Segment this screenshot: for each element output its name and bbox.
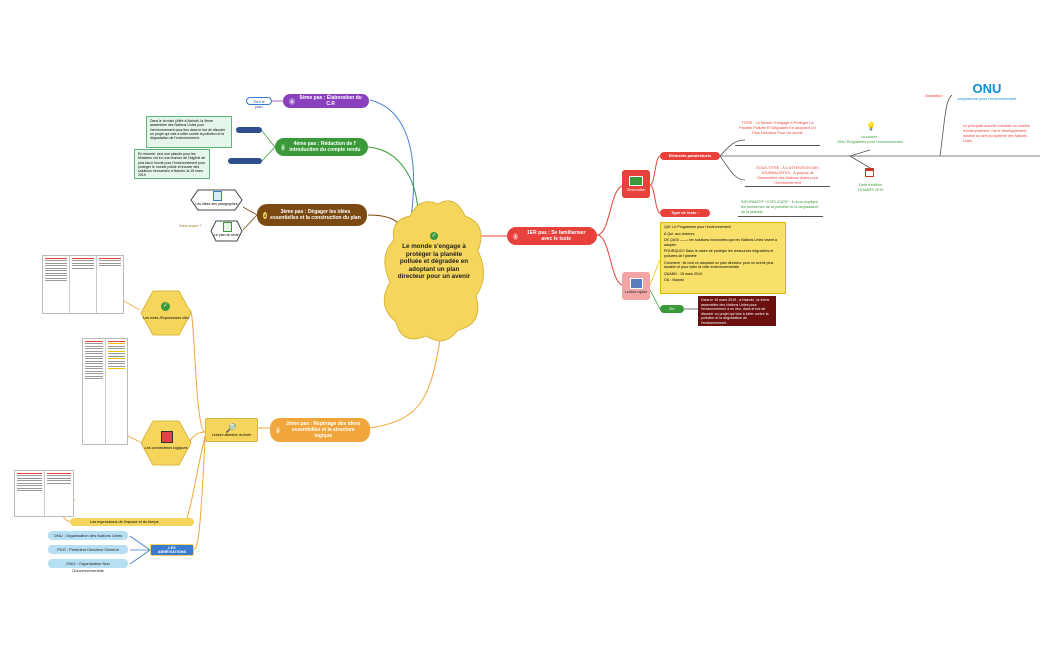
number-4-icon: 4 (281, 143, 285, 151)
qqoqcp-item: QUAND : 15 mars 2019 (664, 271, 702, 276)
number-1-icon: 1 (513, 232, 519, 240)
branch-5-label: 5ème pas : Élaboration du C.R (299, 95, 362, 107)
elements-paratextuels-tag[interactable]: Eléments paratextuels (660, 152, 720, 160)
branch-1-label: 1ER pas : Se familiariser avec le texte (527, 230, 586, 242)
qqoqcp-item: POURQUOI: Dans le cadre de protéger les … (664, 249, 774, 258)
central-topic[interactable]: ✓ Le monde s'engage à protéger la planèt… (380, 196, 488, 346)
en-resume-tag[interactable]: En résumé : (660, 305, 684, 316)
monitor-icon (629, 176, 643, 186)
illustration-label: Illustration : (925, 94, 945, 98)
plan-node[interactable]: Le plan du texte (210, 220, 243, 242)
onu-description: Le principale autorité mondiale en matiè… (963, 124, 1030, 143)
abbreviations-title: LES ABRÉVIATIONS (157, 546, 187, 554)
observation-label: Observation (626, 188, 646, 192)
titre-underline (735, 145, 820, 146)
diagram-icon (161, 431, 173, 443)
type-underline (738, 216, 823, 217)
branch-4-label: 4ème pas : Rédaction de l' introduction … (289, 141, 361, 153)
onu-logo: ONU programme pour l'environnement (952, 81, 1022, 102)
abbreviations-node[interactable]: LES ABRÉVIATIONS (150, 544, 194, 556)
espace-temps-table-thumbnail (14, 470, 74, 517)
type-de-texte-tag[interactable]: Type de texte : (660, 209, 710, 217)
qqoqcp-item: Comment : Ils vont en adoptant un plan d… (664, 260, 774, 270)
date-label: Date d'édition (858, 183, 883, 187)
check-circle-icon: ✓ (430, 232, 438, 240)
reading-icon (629, 278, 643, 289)
branch-2-label: 2ème pas : Repérage des idées essentiell… (286, 421, 361, 439)
espace-temps-label: Les expressions de l'espace et du temps (90, 520, 159, 524)
magnifier-icon: 🔎 (225, 423, 238, 433)
number-2-icon: 2 (276, 426, 280, 434)
connecteurs-node[interactable]: Les connecteurs logiques (140, 420, 192, 466)
onu-logo-text: ONU (972, 81, 1002, 96)
observation-node[interactable]: Observation (622, 170, 650, 198)
qqoqcp-item: OÙ : Nairobi (664, 278, 684, 283)
idees-node[interactable]: Les idées des paragraphes (190, 189, 243, 211)
lecture-attentive-label: Lecture attentive du texte (211, 433, 252, 437)
hexagon-shape (140, 290, 192, 336)
qqoqcp-item: À Qui: aux lecteurs (664, 231, 695, 236)
number-3-icon: 3 (263, 211, 267, 219)
espace-temps-node[interactable]: Les expressions de l'espace et du temps (70, 518, 194, 526)
plan-label: Le plan du texte (214, 233, 239, 237)
mots-expressions-label: Les mots /Expressions clés (142, 316, 189, 320)
lightbulb-icon: 💡 (866, 122, 876, 131)
titre-note: TITRE : Le Monde S'engage à Protéger La … (739, 121, 816, 135)
branch-3-node[interactable]: 3 3ème pas : Dégager les idées essentiel… (257, 204, 367, 226)
hexagon-shape (140, 420, 192, 466)
lecture-attentive-node[interactable]: 🔎 Lecture attentive du texte (205, 418, 258, 442)
mots-expressions-node[interactable]: ✓ Les mots /Expressions clés (140, 290, 192, 336)
onu-logo-sub: programme pour l'environnement (957, 96, 1017, 101)
source-label: La source : (860, 135, 880, 139)
intro-note-2: En résumé, ceci une pliande pour les Min… (134, 149, 210, 179)
idees-label: Les idées des paragraphes (195, 202, 238, 206)
lecture-rapide-node[interactable]: Lecture rapide (622, 272, 650, 300)
check-circle-icon: ✓ (161, 302, 170, 311)
branch-5-node[interactable]: 5 5ème pas : Élaboration du C.R (283, 94, 369, 108)
branch-1-node[interactable]: 1 1ER pas : Se familiariser avec le text… (507, 227, 597, 245)
source-value: ONU Programme pour l'environnement (837, 140, 903, 144)
branch-3-label: 3ème pas : Dégager les idées essentielle… (270, 209, 361, 221)
document-icon (213, 191, 222, 201)
qqoqcp-item: QUI: Le Programme pour l'environnement (664, 225, 731, 229)
lecture-rapide-label: Lecture rapide (624, 290, 648, 294)
vous-voyez-note: Vous voyez ? (179, 224, 202, 228)
resume-note: Dans le 15 mars 2019 , à Nairobi , la 4è… (698, 296, 776, 326)
number-5-icon: 5 (289, 97, 296, 105)
connecteurs-label: Les connecteurs logiques (144, 446, 188, 450)
source-note: La source : ONU Programme pour l'environ… (830, 133, 910, 147)
branch-4-connector-tag (236, 127, 262, 133)
sous-titre-note: SOUS-TITRE : À L'ATTENTION DES JOURNALIS… (756, 166, 819, 185)
type-de-texte-note: INFORMATIF / EXPLICATIF : il nous expliq… (741, 200, 819, 214)
branch-2-node[interactable]: 2 2ème pas : Repérage des idées essentie… (270, 418, 370, 442)
abbreviation-item: ONG : Organisation Non Gouvernementale (48, 559, 128, 573)
connecteurs-table-thumbnail (82, 338, 128, 445)
document-icon (223, 222, 232, 232)
branch-4-connector-tag (228, 158, 262, 164)
mots-table-thumbnail (42, 255, 124, 314)
tout-le-plan-tag: Tout le plan (246, 97, 272, 109)
abbreviation-item: PDG : Président Directeur Général (48, 545, 128, 554)
date-value: 15 MARS 2019 (857, 188, 884, 192)
sous-titre-underline (745, 186, 830, 187)
calendar-icon (865, 168, 874, 177)
qqoqcp-item: DE QUOI ——: les solutions innovantes que… (664, 238, 777, 247)
qqoqcp-note: QUI: Le Programme pour l'environnement À… (660, 222, 786, 294)
branch-4-node[interactable]: 4 4ème pas : Rédaction de l' introductio… (275, 138, 368, 156)
intro-note-1: Dans le la main (Affrè à Nairobi, la 4èm… (146, 116, 232, 148)
date-note: Date d'édition 15 MARS 2019 (848, 181, 893, 195)
abbreviation-item: ONU : Organisation des Nations Unies (48, 531, 128, 540)
cloud-shape (383, 200, 484, 342)
central-title: Le monde s'engage à protéger la planète … (397, 243, 471, 281)
